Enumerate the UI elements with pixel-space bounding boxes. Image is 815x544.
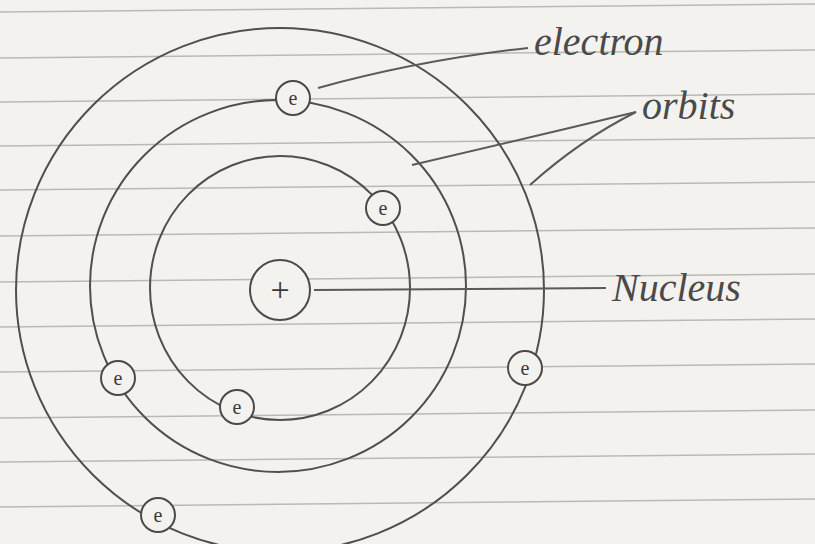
nucleus-circle: +	[249, 259, 311, 321]
part-label: Nucleus	[612, 264, 741, 311]
electron-symbol: e	[521, 358, 530, 378]
electron-circle: e	[100, 360, 136, 396]
orbit-rings	[16, 28, 544, 544]
electron-circle: e	[275, 80, 311, 116]
electron-circle: e	[140, 497, 176, 533]
part-label: electron	[534, 18, 664, 65]
electron-circle: e	[219, 389, 255, 425]
electron-symbol: e	[289, 88, 298, 108]
part-label: orbits	[642, 82, 735, 129]
electron-circle: e	[507, 350, 543, 386]
electron-symbol: e	[379, 198, 388, 218]
electron-circle: e	[365, 190, 401, 226]
leader-lines	[314, 48, 636, 290]
electron-symbol: e	[114, 368, 123, 388]
electron-symbol: e	[154, 505, 163, 525]
charge-symbol: +	[270, 273, 289, 307]
electron-symbol: e	[233, 397, 242, 417]
